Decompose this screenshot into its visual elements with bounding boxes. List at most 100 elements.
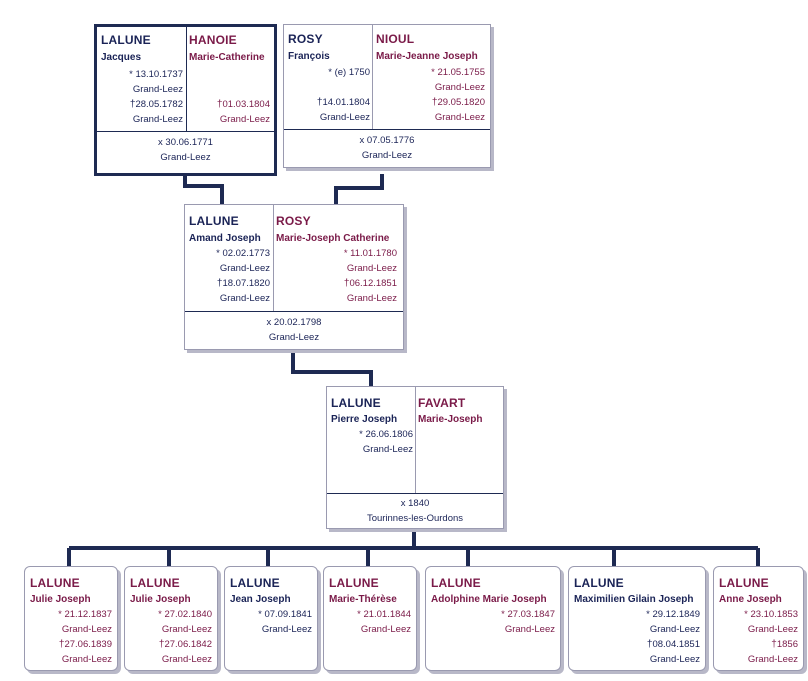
child-death-place: Grand-Leez	[161, 654, 212, 665]
marriage-place: Grand-Leez	[361, 150, 413, 161]
child-surname: LALUNE	[574, 576, 624, 590]
child-given-name: Maximilien Gilain Joseph	[574, 594, 694, 605]
child-given-name: Julie Joseph	[130, 594, 191, 605]
couple-box-rosy-nioul[interactable]: ROSY François * (e) 1750 †14.01.1804 Gra…	[283, 24, 491, 168]
child-birth-place: Grand-Leez	[649, 624, 700, 635]
marriage-date: x 1840	[400, 498, 430, 509]
wife-given-name: Marie-Catherine	[189, 52, 265, 63]
wife-birth: * 11.01.1780	[343, 248, 397, 259]
husband-given-name: François	[288, 51, 330, 62]
child-death: †27.06.1842	[158, 639, 212, 650]
child-box-1[interactable]: LALUNE Julie Joseph * 21.12.1837 Grand-L…	[24, 566, 118, 671]
divider	[97, 131, 274, 132]
child-birth: * 07.09.1841	[258, 609, 312, 620]
husband-surname: ROSY	[288, 32, 323, 46]
divider	[327, 493, 503, 494]
husband-given-name: Pierre Joseph	[331, 414, 398, 425]
husband-death: †14.01.1804	[316, 97, 370, 108]
marriage-date: x 30.06.1771	[158, 137, 213, 148]
wife-death-place: Grand-Leez	[434, 112, 485, 123]
child-surname: LALUNE	[329, 576, 379, 590]
child-surname: LALUNE	[431, 576, 481, 590]
wife-birth: * 21.05.1755	[431, 67, 485, 78]
wife-surname: HANOIE	[189, 33, 237, 47]
child-box-7[interactable]: LALUNE Anne Joseph * 23.10.1853 Grand-Le…	[713, 566, 804, 671]
husband-given-name: Jacques	[101, 52, 142, 63]
divider	[415, 387, 416, 493]
husband-death: †28.05.1782	[129, 99, 183, 110]
wife-surname: ROSY	[276, 214, 311, 228]
marriage-place: Tourinnes-les-Ourdons	[366, 513, 464, 524]
wife-birth-place: Grand-Leez	[434, 82, 485, 93]
child-death: †27.06.1839	[58, 639, 112, 650]
wife-death: †01.03.1804	[216, 99, 270, 110]
husband-death: †18.07.1820	[216, 278, 270, 289]
connector-gen1-right	[334, 174, 384, 204]
husband-birth: * 13.10.1737	[129, 69, 183, 80]
husband-birth: * 26.06.1806	[359, 429, 413, 440]
wife-given-name: Marie-Joseph Catherine	[276, 233, 390, 244]
child-birth-place: Grand-Leez	[261, 624, 312, 635]
connector-children-drops	[67, 548, 760, 566]
connector-gen2	[291, 352, 373, 386]
husband-birth: * (e) 1750	[328, 67, 370, 78]
child-birth: * 27.03.1847	[501, 609, 555, 620]
husband-death-place: Grand-Leez	[319, 112, 370, 123]
husband-birth-place: Grand-Leez	[219, 263, 270, 274]
husband-birth: * 02.02.1773	[216, 248, 270, 259]
divider	[185, 311, 403, 312]
child-death: †08.04.1851	[646, 639, 700, 650]
child-birth: * 23.10.1853	[744, 609, 798, 620]
couple-box-lalune-favart[interactable]: LALUNE Pierre Joseph * 26.06.1806 Grand-…	[326, 386, 504, 529]
husband-death-place: Grand-Leez	[132, 114, 183, 125]
child-birth-place: Grand-Leez	[360, 624, 411, 635]
child-death: †1856	[771, 639, 798, 650]
divider	[284, 129, 490, 130]
marriage-place: Grand-Leez	[160, 152, 211, 163]
child-birth-place: Grand-Leez	[504, 624, 555, 635]
husband-birth-place: Grand-Leez	[362, 444, 413, 455]
husband-surname: LALUNE	[189, 214, 239, 228]
marriage-place: Grand-Leez	[268, 332, 320, 343]
child-box-6[interactable]: LALUNE Maximilien Gilain Joseph * 29.12.…	[568, 566, 706, 671]
wife-death: †29.05.1820	[431, 97, 485, 108]
child-given-name: Adolphine Marie Joseph	[431, 594, 547, 605]
child-birth: * 29.12.1849	[646, 609, 700, 620]
wife-death-place: Grand-Leez	[346, 293, 397, 304]
child-birth: * 21.01.1844	[357, 609, 411, 620]
child-surname: LALUNE	[30, 576, 80, 590]
wife-death: †06.12.1851	[343, 278, 397, 289]
child-surname: LALUNE	[719, 576, 769, 590]
couple-box-lalune-rosy[interactable]: LALUNE Amand Joseph * 02.02.1773 Grand-L…	[184, 204, 404, 350]
marriage-date: x 20.02.1798	[266, 317, 322, 328]
wife-birth-place: Grand-Leez	[346, 263, 397, 274]
husband-surname: LALUNE	[101, 33, 151, 47]
husband-death-place: Grand-Leez	[219, 293, 270, 304]
husband-given-name: Amand Joseph	[189, 233, 261, 244]
child-given-name: Jean Joseph	[230, 594, 291, 605]
husband-birth-place: Grand-Leez	[132, 84, 183, 95]
wife-death-place: Grand-Leez	[219, 114, 270, 125]
wife-given-name: Marie-Jeanne Joseph	[376, 51, 478, 62]
child-surname: LALUNE	[230, 576, 280, 590]
child-box-2[interactable]: LALUNE Julie Joseph * 27.02.1840 Grand-L…	[124, 566, 218, 671]
child-birth: * 27.02.1840	[158, 609, 212, 620]
marriage-date: x 07.05.1776	[359, 135, 415, 146]
child-death-place: Grand-Leez	[649, 654, 700, 665]
child-given-name: Anne Joseph	[719, 594, 782, 605]
child-box-4[interactable]: LALUNE Marie-Thérèse * 21.01.1844 Grand-…	[323, 566, 417, 671]
child-given-name: Julie Joseph	[30, 594, 91, 605]
child-box-3[interactable]: LALUNE Jean Joseph * 07.09.1841 Grand-Le…	[224, 566, 318, 671]
child-death-place: Grand-Leez	[61, 654, 112, 665]
wife-surname: NIOUL	[376, 32, 415, 46]
divider	[372, 25, 373, 129]
divider	[186, 27, 187, 131]
connector-gen1-left	[183, 174, 224, 204]
child-surname: LALUNE	[130, 576, 180, 590]
child-death-place: Grand-Leez	[747, 654, 798, 665]
child-given-name: Marie-Thérèse	[329, 594, 397, 605]
child-birth: * 21.12.1837	[58, 609, 112, 620]
couple-box-lalune-hanoie[interactable]: LALUNE Jacques * 13.10.1737 Grand-Leez †…	[94, 24, 277, 176]
child-birth-place: Grand-Leez	[747, 624, 798, 635]
child-box-5[interactable]: LALUNE Adolphine Marie Joseph * 27.03.18…	[425, 566, 561, 671]
